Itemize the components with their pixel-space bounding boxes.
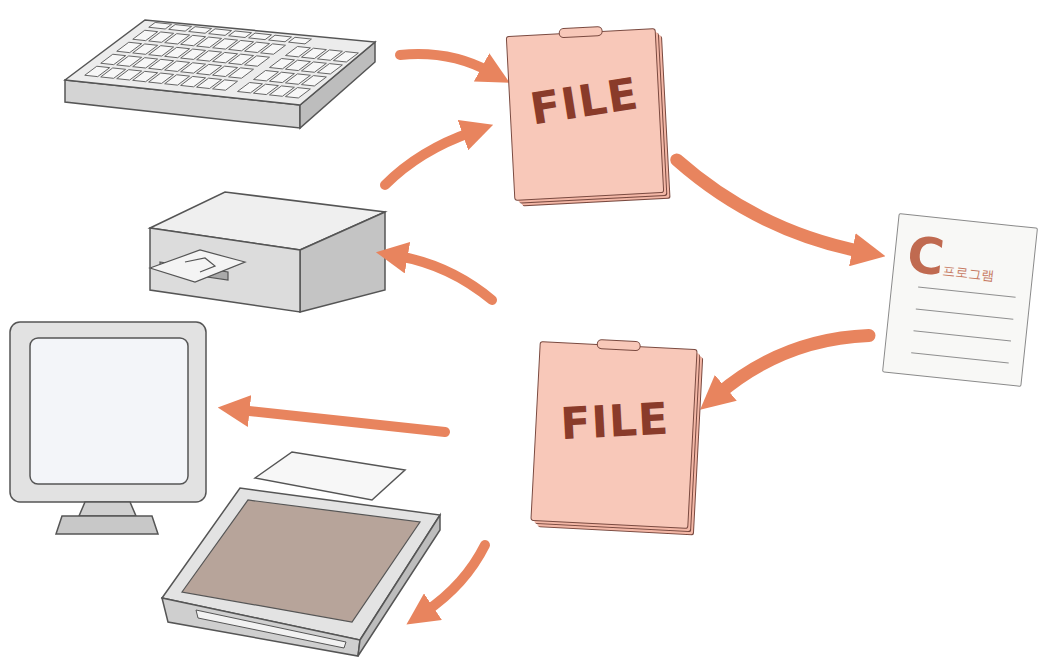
text-line bbox=[918, 287, 1016, 298]
keyboard-key bbox=[301, 76, 326, 86]
keyboard-key bbox=[249, 33, 272, 40]
keyboard-key bbox=[317, 64, 342, 74]
flow-arrows bbox=[240, 54, 492, 612]
keyboard-key bbox=[333, 52, 358, 62]
flow-arrow bbox=[718, 336, 869, 395]
binder-ring bbox=[596, 339, 640, 351]
text-line bbox=[916, 308, 1014, 319]
printer-icon bbox=[162, 452, 440, 656]
keyboard-key bbox=[169, 25, 192, 32]
keyboard-key bbox=[149, 22, 172, 29]
text-line bbox=[911, 352, 1009, 363]
keyboard-icon bbox=[65, 20, 375, 128]
keyboard-key bbox=[245, 56, 270, 66]
file-sheet: FILE bbox=[530, 341, 697, 529]
keyboard-key bbox=[213, 80, 238, 90]
keyboard-key bbox=[229, 31, 252, 38]
keyboard-key bbox=[269, 35, 292, 42]
program-sheet: C프로그램 bbox=[882, 213, 1038, 387]
file-label: FILE bbox=[507, 65, 661, 139]
keyboard-key bbox=[209, 29, 232, 36]
keyboard-key bbox=[289, 37, 312, 44]
program-title: C프로그램 bbox=[904, 225, 1029, 295]
keyboard-key bbox=[285, 88, 310, 98]
keyboard-key bbox=[261, 44, 286, 54]
file-sheet: FILE bbox=[506, 28, 664, 201]
disk-drive-icon bbox=[150, 192, 385, 312]
file-label: FILE bbox=[536, 391, 694, 450]
binder-ring bbox=[558, 26, 602, 38]
keyboard-key bbox=[229, 68, 254, 78]
keyboard-key bbox=[189, 27, 212, 34]
monitor-icon bbox=[10, 322, 206, 534]
flow-arrow bbox=[677, 160, 863, 252]
text-line bbox=[913, 330, 1011, 341]
